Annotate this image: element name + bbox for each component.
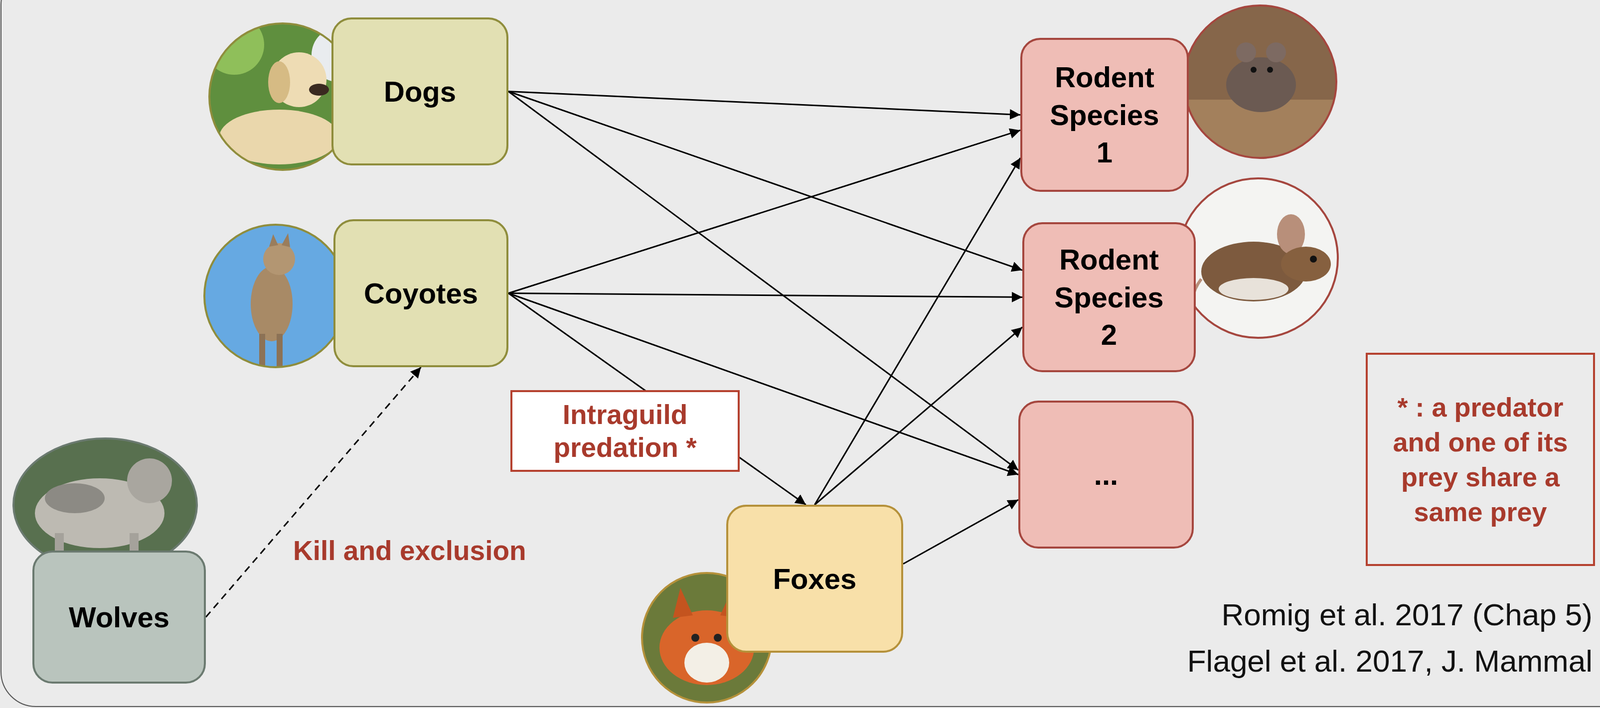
node-text: * : a predator and one of its prey share…	[1380, 389, 1581, 530]
fox-photo-part-part	[713, 634, 722, 642]
rodent-photo-part-part	[1309, 255, 1317, 263]
fox-photo-part-part	[684, 642, 730, 683]
rodent-photo-part-part	[1226, 57, 1296, 113]
dashed-arrow	[205, 367, 422, 618]
node-text: Rodent Species 2	[1044, 240, 1174, 354]
node-text: Dogs	[383, 72, 457, 111]
coyote-photo-part-part	[259, 333, 266, 374]
rodent-photo-part-part	[1267, 66, 1274, 73]
coyote-photo-part	[204, 224, 347, 368]
dog-photo-part-part	[268, 61, 291, 104]
node-text: Rodent Species 1	[1042, 58, 1167, 171]
coyote-photo-part-part	[281, 233, 291, 248]
predation-arrow	[508, 91, 1023, 271]
rodent-photo-part	[1181, 4, 1341, 160]
rodent-photo-part-part	[1266, 42, 1286, 63]
coyote-photo-part-part	[250, 266, 293, 342]
rodent-photo-part-part	[1280, 246, 1331, 282]
coyote-photo-part-part	[269, 234, 279, 247]
predator-box: Dogs	[331, 17, 509, 166]
wolf-photo-part-part	[127, 458, 172, 504]
wolf-photo-part-part	[44, 483, 105, 514]
fox-photo-part-part	[691, 634, 700, 642]
predation-arrow	[508, 293, 1023, 298]
rodent-photo	[1181, 4, 1341, 160]
rodent-photo-part-part	[1236, 42, 1257, 63]
rodent-photo	[1176, 176, 1341, 342]
rodent-photo-part	[1178, 178, 1338, 338]
prey-box: Rodent Species 2	[1022, 222, 1196, 373]
dog-photo-part-part	[309, 83, 329, 96]
rodent-photo-part-part	[1250, 66, 1257, 73]
edge-label-box: Intraguild predation *	[510, 390, 740, 473]
rodent-photo-part-part	[1181, 4, 1341, 160]
citation: Flagel et al. 2017, J. Mammal	[1187, 642, 1593, 680]
node-text: Wolves	[68, 598, 170, 637]
rodent-photo-part-part	[1176, 176, 1341, 342]
predator-box: Wolves	[32, 550, 206, 684]
predation-arrow	[814, 327, 1023, 505]
note-box: * : a predator and one of its prey share…	[1365, 352, 1596, 567]
predation-arrow	[814, 158, 1021, 505]
predation-arrow	[508, 91, 1021, 116]
rodent-photo-part-part	[1218, 278, 1289, 301]
predation-arrow	[903, 499, 1019, 565]
rodent-photo-part	[1183, 5, 1337, 159]
dog-photo-part-part	[204, 14, 265, 75]
prey-box: ...	[1018, 400, 1194, 549]
coyote-photo-part-part	[199, 219, 354, 374]
edge-label: Kill and exclusion	[293, 534, 527, 568]
fox-photo-part-part	[672, 588, 693, 619]
citation: Romig et al. 2017 (Chap 5)	[1221, 596, 1593, 634]
coyote-photo	[199, 219, 354, 374]
prey-box: Rodent Species 1	[1020, 37, 1189, 192]
predator-box: Foxes	[726, 504, 904, 653]
node-text: Coyotes	[363, 274, 479, 313]
node-text: Foxes	[773, 560, 857, 598]
predation-arrow	[508, 130, 1021, 294]
predator-box: Coyotes	[333, 219, 509, 368]
dog-photo-part-part	[219, 109, 339, 165]
coyote-photo-part	[199, 219, 354, 374]
rodent-photo-part	[1176, 176, 1341, 342]
predation-arrow	[508, 293, 1019, 476]
coyote-photo-part-part	[263, 243, 296, 276]
predation-arrow	[508, 293, 806, 506]
node-text: ...	[1094, 456, 1119, 494]
